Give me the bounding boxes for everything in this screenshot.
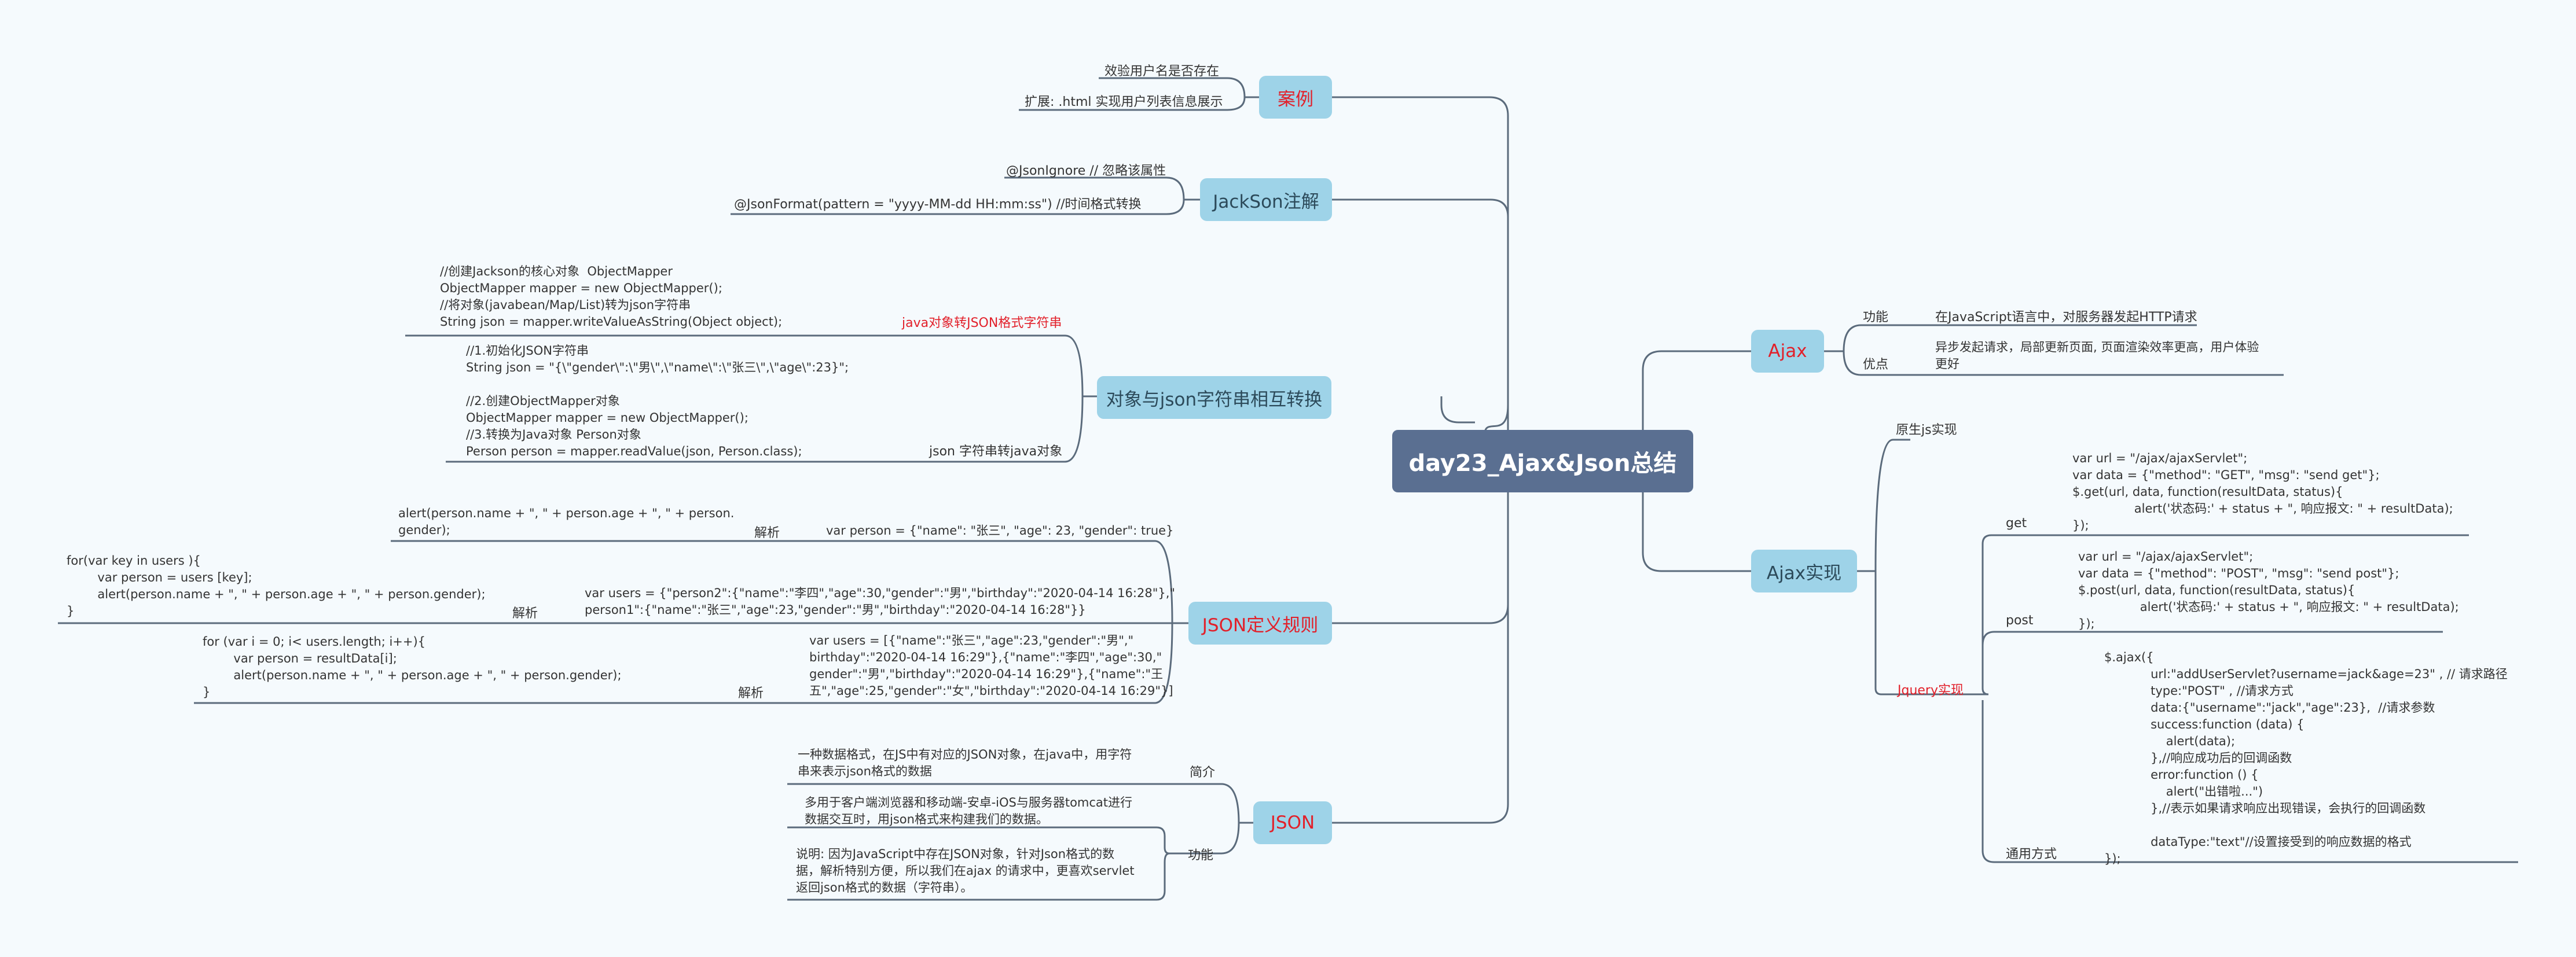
json-intro-text: 一种数据格式，在JS中有对应的JSON对象，在java中，用字符 串来表示jso… [798, 748, 1132, 778]
node-jackson-annotations[interactable]: JackSon注解 [1200, 178, 1332, 221]
ajax-function-text: 在JavaScript语言中，对服务器发起HTTP请求 [1935, 310, 2197, 325]
rule2-value: var users = {"person2":{"name":"李四","age… [585, 586, 1176, 617]
case-item-validate-username: 效验用户名是否存在 [1104, 64, 1220, 79]
node-ajax[interactable]: Ajax [1751, 330, 1824, 373]
json-function-text-2: 说明: 因为JavaScript中存在JSON对象，针对Json格式的数 据，解… [796, 847, 1135, 895]
case-item-user-list: 扩展: .html 实现用户列表信息展示 [1025, 95, 1223, 109]
rule2-parse-label: 解析 [512, 606, 538, 621]
rule1-parse-label: 解析 [754, 526, 780, 540]
to-java-label: json 字符串转java对象 [929, 444, 1063, 459]
ajax-advantage-label: 优点 [1863, 358, 1889, 372]
get-label: get [2006, 516, 2027, 531]
node-object-json-conversion[interactable]: 对象与json字符串相互转换 [1097, 376, 1331, 419]
json-function-label: 功能 [1188, 848, 1214, 863]
node-json[interactable]: JSON [1253, 801, 1332, 844]
node-json-rules[interactable]: JSON定义规则 [1188, 602, 1332, 645]
json-intro-label: 简介 [1190, 765, 1216, 780]
ajax-advantage-text: 异步发起请求，局部更新页面, 页面渲染效率更高，用户体验 更好 [1935, 340, 2259, 371]
post-code: var url = "/ajax/ajaxServlet"; var data … [2078, 550, 2459, 631]
jackson-json-ignore: @JsonIgnore // 忽略该属性 [1006, 164, 1166, 178]
to-json-label: java对象转JSON格式字符串 [902, 316, 1062, 330]
rule3-code: for (var i = 0; i< users.length; i++){ v… [203, 635, 622, 699]
general-method-code: $.ajax({ url:"addUserServlet?username=ja… [2104, 650, 2508, 866]
jquery-label: Jquery实现 [1898, 683, 1964, 698]
rule1-value: var person = {"name": "张三", "age": 23, "… [826, 524, 1174, 538]
rule3-parse-label: 解析 [738, 686, 764, 701]
general-method-label: 通用方式 [2006, 847, 2057, 862]
json-function-text-1: 多用于客户端浏览器和移动端-安卓-iOS与服务器tomcat进行 数据交互时，用… [805, 796, 1133, 826]
get-code: var url = "/ajax/ajaxServlet"; var data … [2072, 451, 2453, 532]
rule3-value: var users = [{"name":"张三","age":23,"gend… [809, 634, 1173, 698]
post-label: post [2006, 613, 2034, 628]
jackson-json-format: @JsonFormat(pattern = "yyyy-MM-dd HH:mm:… [734, 197, 1142, 212]
native-js-label: 原生js实现 [1896, 423, 1957, 437]
to-java-code: //1.初始化JSON字符串 String json = "{\"gender\… [466, 344, 849, 458]
ajax-function-label: 功能 [1863, 310, 1889, 325]
rule2-code: for(var key in users ){ var person = use… [67, 554, 486, 618]
to-json-code: //创建Jackson的核心对象 ObjectMapper ObjectMapp… [440, 264, 783, 329]
node-ajax-implementation[interactable]: Ajax实现 [1751, 550, 1857, 592]
root-node[interactable]: day23_Ajax&Json总结 [1392, 430, 1693, 492]
rule1-code: alert(person.name + ", " + person.age + … [398, 506, 735, 537]
node-case[interactable]: 案例 [1259, 76, 1332, 119]
